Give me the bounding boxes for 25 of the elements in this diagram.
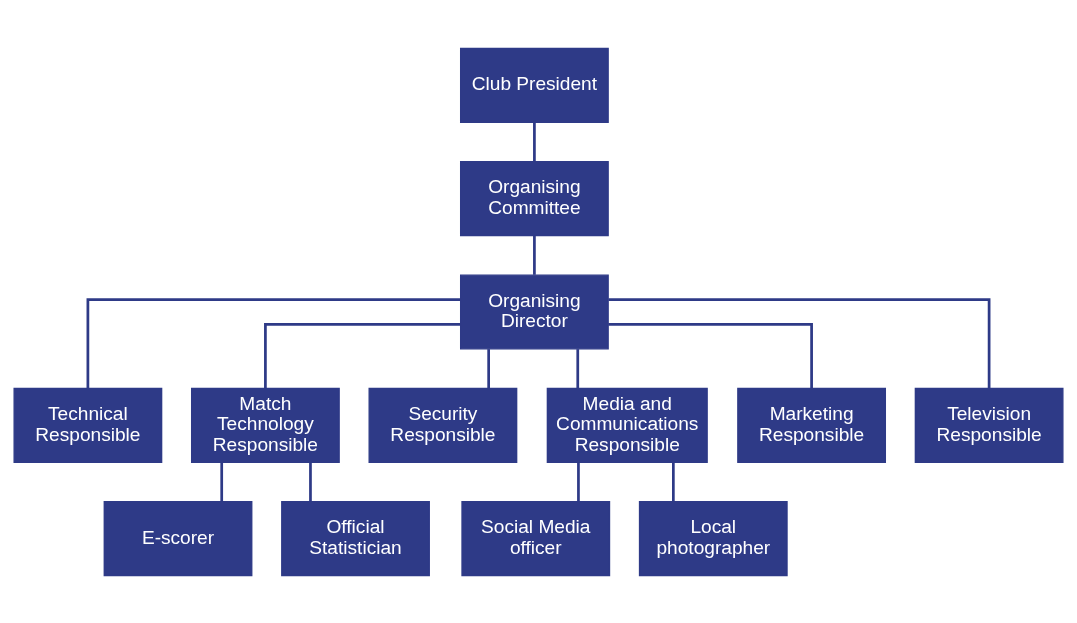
node-box: Official Statistician (281, 500, 430, 576)
connector (264, 322, 461, 388)
node-box: Technical Responsible (13, 387, 163, 463)
node-box: E-scorer (103, 500, 253, 576)
node-box: Match Technology Responsible (191, 387, 340, 463)
node-box: Organising Committee (460, 160, 609, 236)
node-box: Social Media officer (461, 500, 611, 576)
connector (577, 461, 580, 501)
node-box: Local photographer (638, 500, 788, 576)
connector (608, 322, 813, 388)
connector (309, 461, 312, 501)
connector (86, 297, 461, 388)
connector (533, 235, 536, 275)
connector (220, 461, 224, 501)
connector (487, 348, 491, 388)
connector (608, 297, 991, 388)
node-box: Media and Communications Responsible (546, 387, 708, 463)
connector (671, 461, 675, 501)
connector (576, 348, 580, 388)
node-box: Marketing Responsible (737, 387, 886, 463)
node-box: Organising Director (460, 273, 609, 350)
node-box: Club President (460, 47, 609, 123)
node-box: Television Responsible (914, 387, 1064, 463)
node-box: Security Responsible (368, 387, 518, 463)
connector (533, 121, 536, 161)
